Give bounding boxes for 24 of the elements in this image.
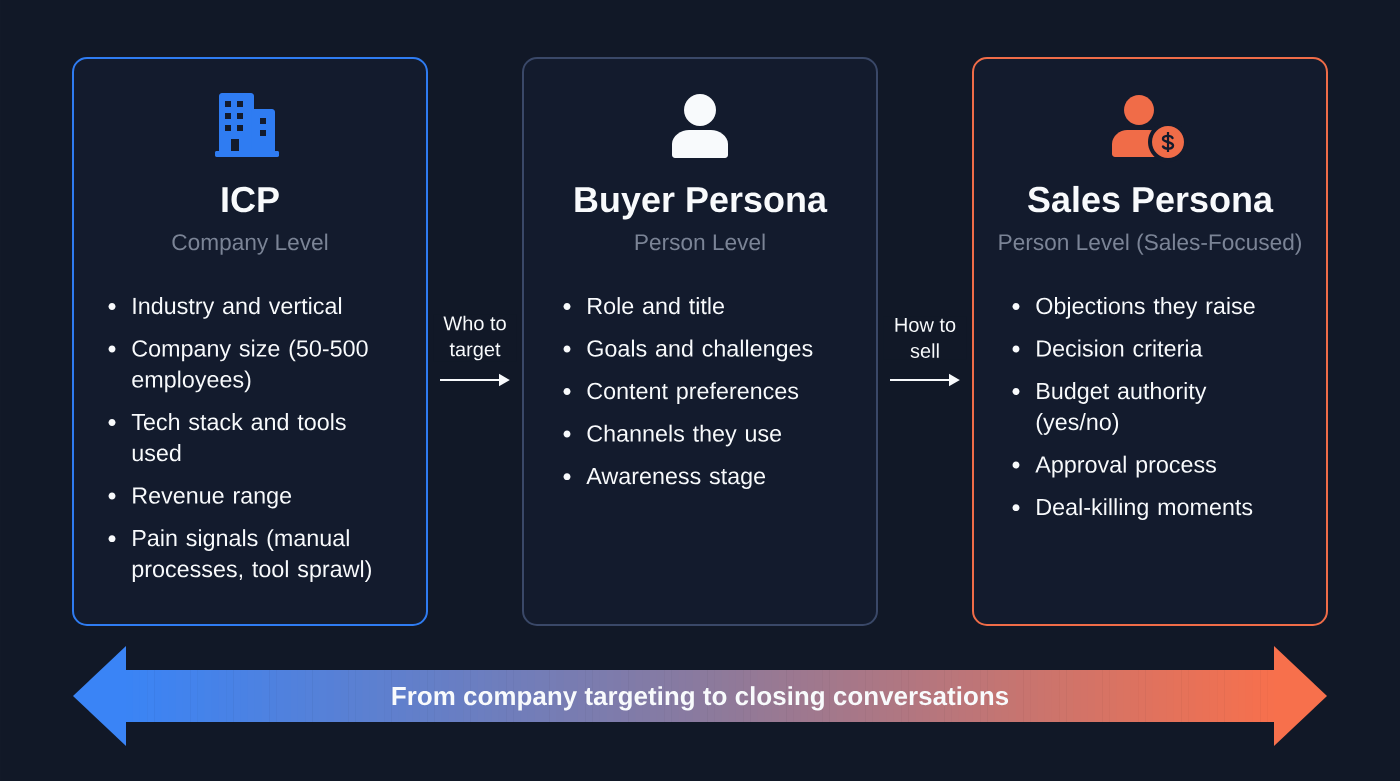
card-subtitle: Person Level (635, 233, 765, 251)
list-item: Tech stack and tools used (131, 413, 346, 462)
list-item: Awareness stage (586, 468, 766, 489)
list-item: Decision criteria (1037, 339, 1203, 357)
list-item: Budget authority (yes/no) (1036, 382, 1207, 435)
list-item: Approval process (1035, 455, 1216, 478)
card-subtitle: Person Level (Sales-Focused) (999, 233, 1301, 255)
band-label: From company targeting to closing conversations (392, 686, 1009, 711)
list-item: Revenue range (133, 487, 292, 509)
list-item: Deal-killing moments (1037, 498, 1253, 520)
list-item: Objections they raise (1036, 297, 1255, 319)
list-item: Industry and vertical (133, 297, 342, 319)
card-title: Buyer Persona (575, 187, 828, 220)
list-item: Pain signals (manual processes, tool sprawl) (132, 529, 371, 582)
card-title: ICP (222, 186, 279, 213)
list-item: Company size (50-500 employees) (132, 339, 368, 393)
list-item: Goals and challenges (587, 339, 813, 362)
edge-label: How to sell (883, 316, 967, 360)
edge-label: Who to target (433, 314, 517, 362)
list-item: Content preferences (587, 382, 799, 404)
list-item: Role and title (588, 297, 724, 315)
card-title: Sales Persona (1028, 185, 1274, 213)
list-item: Channels they use (587, 424, 782, 447)
card-subtitle: Company Level (172, 233, 328, 255)
